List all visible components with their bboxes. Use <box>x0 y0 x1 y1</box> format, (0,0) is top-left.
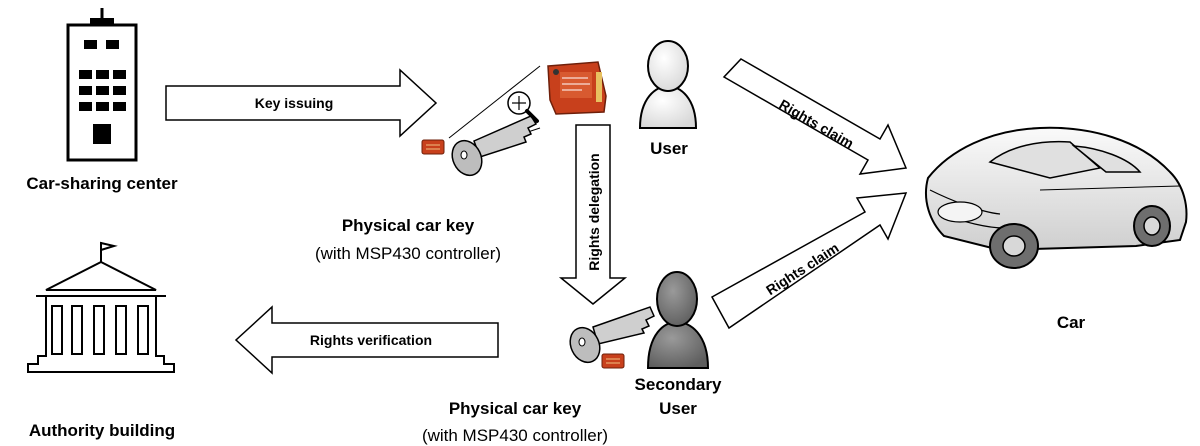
key-bottom-group <box>569 306 655 369</box>
rights-claim-user-arrow: Rights claim <box>722 58 908 175</box>
magnifier-icon <box>507 91 539 123</box>
key-icon <box>569 306 655 364</box>
key-top-title: Physical car key <box>342 216 475 235</box>
key-icon <box>451 115 538 177</box>
car-icon <box>924 126 1188 269</box>
rights-delegation-label: Rights delegation <box>586 153 602 270</box>
key-bottom-title: Physical car key <box>449 399 582 418</box>
secondary-user-label-line2: User <box>659 399 697 418</box>
circuit-board-icon <box>547 61 607 115</box>
rights-verification-label: Rights verification <box>310 332 432 348</box>
circuit-board-icon <box>601 353 625 369</box>
rights-claim-secondary-arrow: Rights claim <box>710 192 908 330</box>
rights-delegation-arrow: Rights delegation <box>558 124 628 305</box>
circuit-board-icon <box>421 139 445 155</box>
secondary-user-label-line1: Secondary <box>635 375 722 394</box>
secondary-person-icon <box>646 271 710 369</box>
authority-building-label: Authority building <box>29 421 175 440</box>
person-icon <box>638 40 698 129</box>
key-top-group <box>421 61 607 177</box>
rights-verification-arrow: Rights verification <box>234 305 499 375</box>
car-sharing-center-label: Car-sharing center <box>26 174 178 193</box>
key-issuing-arrow: Key issuing <box>165 68 438 138</box>
user-label: User <box>650 139 688 158</box>
key-bottom-subtitle: (with MSP430 controller) <box>422 426 608 445</box>
authority-building-icon <box>27 241 175 373</box>
key-top-subtitle: (with MSP430 controller) <box>315 244 501 263</box>
car-label: Car <box>1057 313 1086 332</box>
office-building-icon <box>66 8 138 162</box>
key-issuing-label: Key issuing <box>255 95 334 111</box>
